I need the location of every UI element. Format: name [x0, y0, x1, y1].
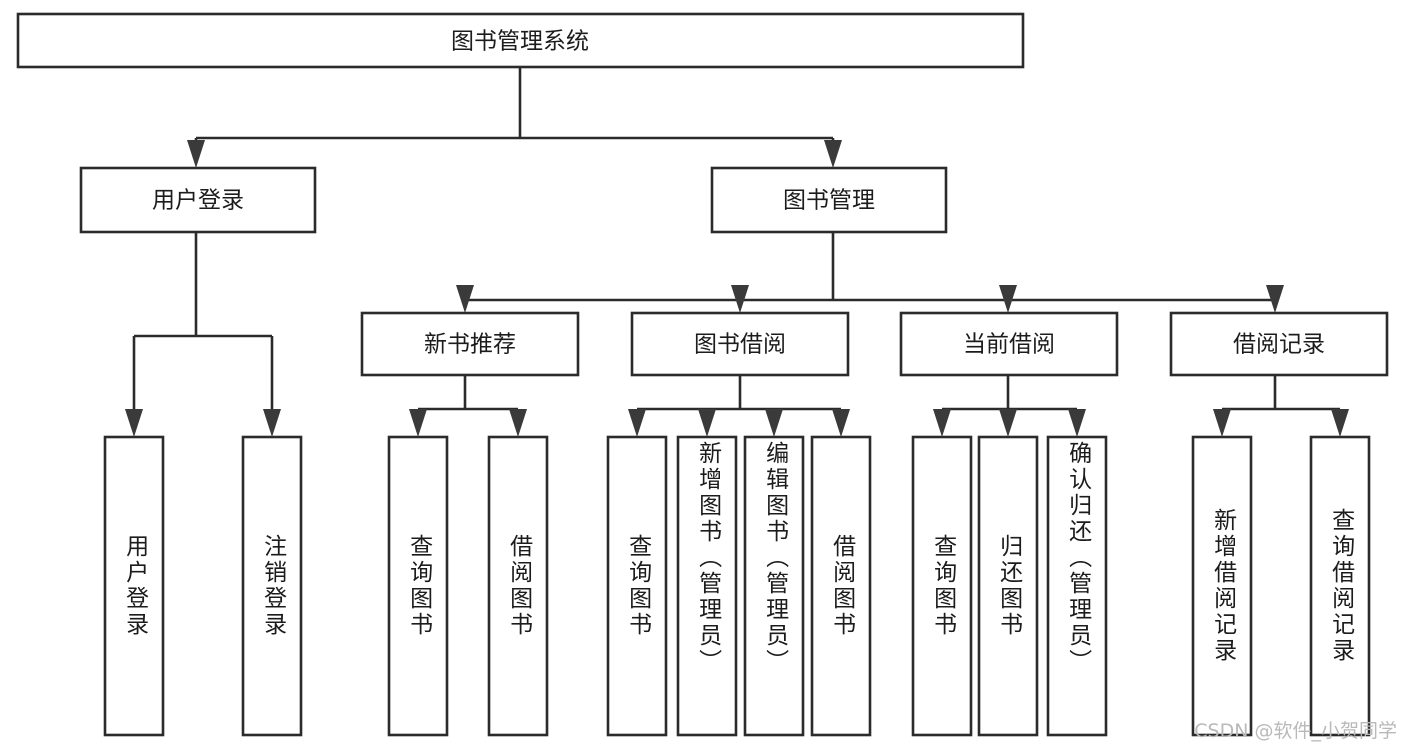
node-new-book-recommend-box[interactable] — [360, 311, 580, 377]
leaf-query-book-1[interactable]: 查询图书 — [389, 437, 447, 735]
node-user-login-label: 用户登录 — [152, 188, 244, 214]
leaf-label-query-book-3: 查询图书 — [929, 534, 956, 638]
leaf-confirm-return[interactable]: 确认归还（管理员） — [1048, 437, 1106, 735]
arrow-head-user-login — [187, 140, 205, 168]
connectors-user-login-to-leaves — [125, 232, 281, 437]
leaf-label-return-book: 归还图书 — [995, 534, 1022, 638]
arrow-head-leaf-user-login — [125, 409, 143, 437]
leaf-box-confirm-return[interactable] — [1046, 435, 1108, 737]
leaf-box-edit-book[interactable] — [743, 435, 805, 737]
node-current-borrow-box[interactable] — [899, 311, 1119, 377]
leaf-label-user-login: 用户登录 — [121, 534, 148, 638]
leaf-box-add-record[interactable] — [1191, 435, 1253, 737]
leaf-box-query-record[interactable] — [1309, 435, 1371, 737]
node-new-book-recommend[interactable]: 新书推荐 — [360, 311, 580, 377]
leaf-borrow-book-1[interactable]: 借阅图书 — [489, 437, 547, 735]
arrow-head-leaf-borrow-book-2 — [832, 409, 850, 437]
connectors-root-to-level2 — [187, 67, 842, 168]
leaf-label-borrow-book-2: 借阅图书 — [828, 534, 855, 638]
leaf-add-book[interactable]: 新增图书（管理员） — [678, 437, 736, 735]
node-new-book-recommend-label: 新书推荐 — [424, 332, 516, 358]
node-borrow-record-label: 借阅记录 — [1233, 332, 1325, 358]
leaf-label-confirm-return: 确认归还（管理员） — [1064, 441, 1091, 675]
node-book-borrow[interactable]: 图书借阅 — [630, 311, 850, 377]
node-root-box[interactable] — [16, 12, 1025, 69]
leaf-label-logout: 注销登录 — [259, 534, 286, 638]
leaf-edit-book[interactable]: 编辑图书（管理员） — [745, 437, 803, 735]
arrow-head-leaf-return-book — [999, 409, 1017, 437]
leaf-box-query-book-3[interactable] — [911, 435, 973, 737]
leaf-label-query-record: 查询借阅记录 — [1327, 508, 1354, 664]
connectors-borrow-record-to-leaves — [1213, 375, 1349, 437]
arrow-head-leaf-edit-book — [765, 409, 783, 437]
leaf-add-record[interactable]: 新增借阅记录 — [1193, 437, 1251, 735]
arrow-head-leaf-query-book-3 — [933, 409, 951, 437]
arrow-head-book-borrow — [731, 285, 749, 313]
leaf-box-query-book-2[interactable] — [606, 435, 668, 737]
arrow-head-leaf-query-record — [1331, 409, 1349, 437]
node-user-login-box[interactable] — [79, 166, 317, 234]
leaf-label-edit-book: 编辑图书（管理员） — [761, 441, 788, 675]
leaf-borrow-book-2[interactable]: 借阅图书 — [812, 437, 870, 735]
arrow-head-leaf-logout — [263, 409, 281, 437]
connectors-new-book-to-leaves — [409, 375, 527, 437]
node-book-manage-box[interactable] — [710, 166, 948, 234]
leaf-label-add-record: 新增借阅记录 — [1209, 508, 1236, 664]
leaf-query-book-2[interactable]: 查询图书 — [608, 437, 666, 735]
node-book-manage-label: 图书管理 — [783, 188, 875, 214]
node-user-login[interactable]: 用户登录 — [79, 166, 317, 234]
leaf-label-query-book-2: 查询图书 — [624, 534, 651, 638]
arrow-head-leaf-query-book-1 — [409, 409, 427, 437]
node-book-borrow-box[interactable] — [630, 311, 850, 377]
leaf-box-borrow-book-1[interactable] — [487, 435, 549, 737]
leaf-query-record[interactable]: 查询借阅记录 — [1311, 437, 1369, 735]
node-current-borrow[interactable]: 当前借阅 — [899, 311, 1119, 377]
leaf-logout[interactable]: 注销登录 — [243, 437, 301, 735]
node-borrow-record[interactable]: 借阅记录 — [1169, 311, 1389, 377]
arrow-head-current-borrow — [999, 285, 1017, 313]
leaf-box-add-book[interactable] — [676, 435, 738, 737]
leaf-box-return-book[interactable] — [977, 435, 1039, 737]
leaf-box-borrow-book-2[interactable] — [810, 435, 872, 737]
arrow-head-leaf-add-record — [1213, 409, 1231, 437]
leaf-query-book-3[interactable]: 查询图书 — [913, 437, 971, 735]
leaf-box-logout[interactable] — [241, 435, 303, 737]
node-current-borrow-label: 当前借阅 — [963, 332, 1055, 358]
connectors-book-borrow-to-leaves — [628, 375, 850, 437]
watermark: CSDN @软件_小贺同学 — [1194, 720, 1397, 742]
connectors-current-borrow-to-leaves — [933, 375, 1086, 437]
leaf-box-query-book-1[interactable] — [387, 435, 449, 737]
leaf-user-login[interactable]: 用户登录 — [105, 437, 163, 735]
arrow-head-new-book-recommend — [456, 285, 474, 313]
arrow-head-leaf-query-book-2 — [628, 409, 646, 437]
leaf-boxes — [103, 435, 1371, 737]
arrow-head-leaf-add-book — [698, 409, 716, 437]
leaf-box-user-login[interactable] — [103, 435, 165, 737]
leaf-label-borrow-book-1: 借阅图书 — [505, 534, 532, 638]
leaf-label-query-book-1: 查询图书 — [405, 534, 432, 638]
leaf-return-book[interactable]: 归还图书 — [979, 437, 1037, 735]
node-root-label: 图书管理系统 — [451, 29, 589, 55]
connectors-book-manage-to-level3 — [456, 232, 1284, 313]
arrow-head-borrow-record — [1266, 285, 1284, 313]
arrow-head-book-manage — [824, 140, 842, 168]
node-book-manage[interactable]: 图书管理 — [710, 166, 948, 234]
arrow-head-leaf-borrow-book-1 — [509, 409, 527, 437]
arrow-head-leaf-confirm-return — [1068, 409, 1086, 437]
node-book-borrow-label: 图书借阅 — [694, 332, 786, 358]
leaf-label-add-book: 新增图书（管理员） — [694, 441, 721, 675]
node-borrow-record-box[interactable] — [1169, 311, 1389, 377]
node-root[interactable]: 图书管理系统 — [16, 12, 1025, 69]
